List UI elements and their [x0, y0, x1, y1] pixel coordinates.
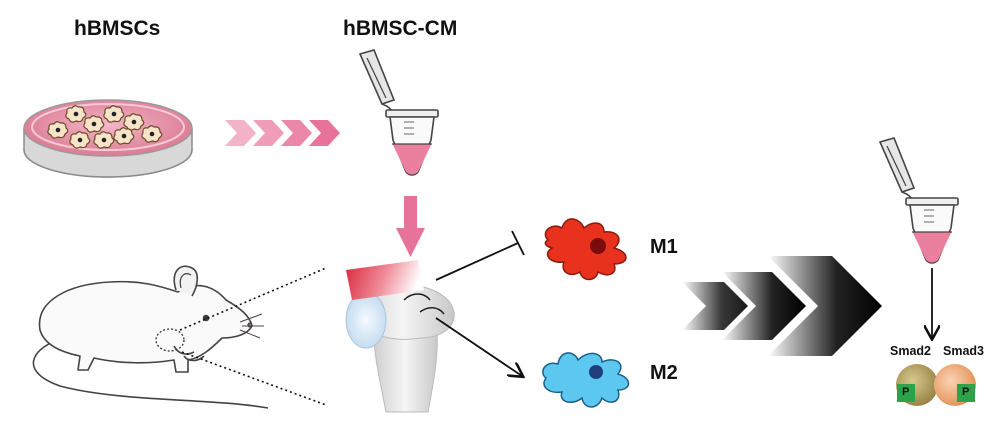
m1-label: M1: [650, 236, 678, 258]
promotion-arrow: [435, 317, 522, 376]
pink-chevron-arrows: [225, 120, 340, 146]
mouse-icon: [32, 265, 269, 409]
m2-label: M2: [650, 362, 678, 384]
smad2-label: Smad2: [890, 344, 931, 358]
pink-down-arrow: [396, 196, 425, 257]
m2-macrophage-icon: [542, 352, 630, 408]
zoom-lines: [179, 267, 327, 406]
phospho-label-1: P: [902, 386, 910, 398]
smad3-label: Smad3: [943, 344, 984, 358]
black-chevron-arrows: [682, 256, 882, 356]
hbmscs-label: hBMSCs: [74, 17, 161, 40]
shoulder-joint-icon: [345, 260, 455, 413]
inhibition-line: [435, 230, 525, 281]
petri-dish-icon: [23, 99, 193, 178]
smad-complex-icon: [896, 364, 976, 406]
hbmsc-cm-label: hBMSC-CM: [343, 17, 458, 40]
phospho-label-2: P: [962, 386, 970, 398]
m1-macrophage-icon: [544, 218, 627, 281]
microcentrifuge-tube-icon: [359, 49, 439, 176]
